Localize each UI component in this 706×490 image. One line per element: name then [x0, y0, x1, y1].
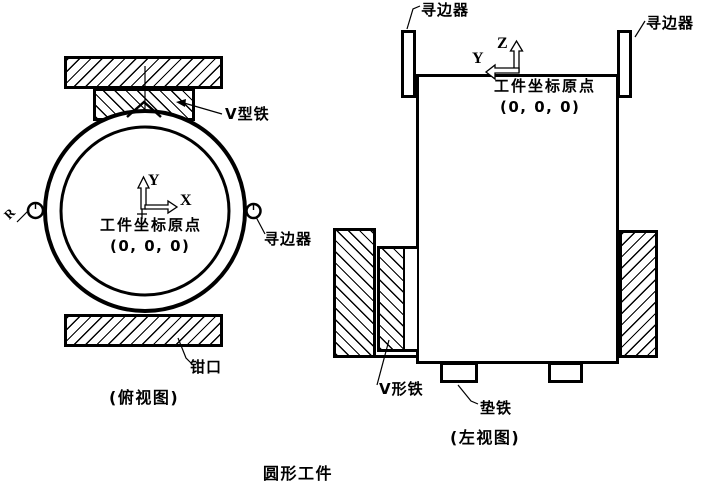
leader-edge-finder-right: [634, 20, 646, 38]
edge-finder-rect-right: [617, 30, 632, 98]
pad-iron-2: [548, 362, 583, 383]
leader-v-block-top: [183, 102, 223, 115]
leader-v-block-arrowhead: [176, 99, 186, 107]
diagram-title: 圆形工件: [263, 464, 334, 483]
leader-radius: [16, 209, 30, 223]
axis-arrow-y-side-view: [484, 63, 520, 81]
clamp-block-left: [333, 228, 376, 358]
edge-finder-probe-right: [245, 202, 262, 220]
top-jaw-block: [64, 56, 223, 89]
workpiece-inner-circle: [59, 125, 231, 297]
origin-title-top-view: 工件坐标原点: [100, 216, 203, 234]
pad-iron-label: 垫铁: [480, 399, 513, 417]
axis-label-x-top-view: X: [180, 192, 192, 209]
v-block-label-side-view: V形铁: [379, 380, 424, 398]
origin-title-side-view: 工件坐标原点: [494, 77, 597, 95]
origin-coords-side-view: (0, 0, 0): [500, 98, 581, 116]
leader-edge-finder-left: [406, 5, 421, 30]
top-view-caption: (俯视图): [109, 388, 180, 407]
v-groove-strip: [405, 246, 417, 352]
edge-finder-rect-left: [401, 30, 416, 98]
v-block-side-view: [377, 246, 406, 352]
axis-label-y-side-view: Y: [472, 50, 484, 67]
workpiece-side-box: [416, 74, 619, 364]
edge-finder-label-side-right: 寻边器: [646, 14, 695, 32]
axis-label-z-side-view: Z: [497, 35, 508, 52]
leader-edge-finder-top-view: [255, 216, 266, 235]
workpiece-outer-circle: [43, 109, 247, 313]
axis-arrow-x-top-view: [144, 199, 179, 215]
v-block-label-top-view: V型铁: [225, 105, 270, 123]
leader-pad-iron: [457, 384, 479, 405]
edge-finder-label-top-view: 寻边器: [264, 230, 313, 248]
jaw-label: 钳口: [190, 358, 223, 376]
clamp-block-right: [619, 230, 658, 358]
leader-jaw: [177, 337, 193, 365]
v-notch: [126, 100, 162, 118]
axis-label-y-top-view: Y: [148, 172, 160, 189]
edge-finder-label-side-left: 寻边器: [421, 1, 470, 19]
pad-iron-1: [440, 362, 478, 383]
origin-coords-top-view: (0, 0, 0): [110, 237, 191, 255]
bottom-jaw-block: [64, 314, 223, 347]
leader-v-block-side: [376, 339, 390, 386]
side-view-caption: (左视图): [450, 428, 521, 447]
